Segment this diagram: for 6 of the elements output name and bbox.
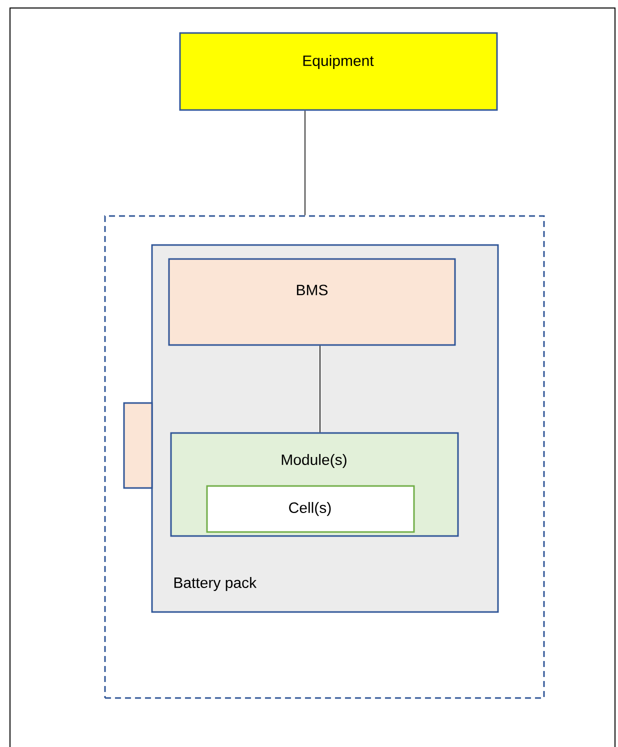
bms-box: BMS — [168, 258, 456, 346]
dashed-boundary-box — [104, 215, 545, 699]
equipment-box: Equipment — [179, 32, 498, 111]
cell-box: Cell(s) — [206, 485, 415, 533]
connector-tab — [123, 402, 153, 489]
connector-line — [304, 110, 306, 216]
